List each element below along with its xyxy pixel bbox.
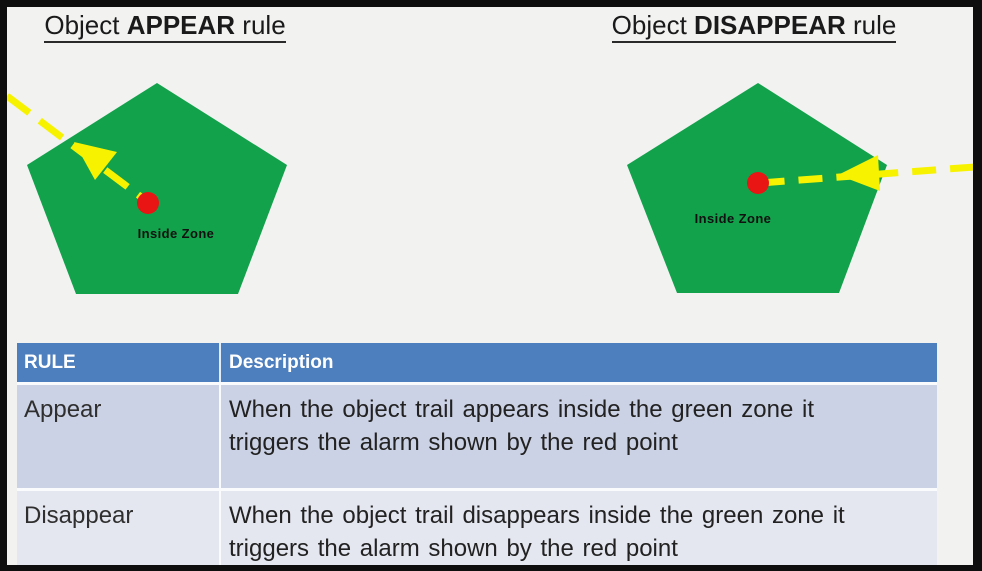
header-cell-description: Description: [219, 343, 937, 383]
table-row-appear: Appear When the object trail appears ins…: [17, 385, 937, 489]
appear-zone-pentagon: [27, 83, 287, 294]
description-line: triggers the alarm shown by the red poin…: [229, 534, 678, 562]
disappear-alarm-red-dot: [747, 172, 769, 194]
zones-diagram: [7, 83, 973, 294]
cell-description: When the object trail disappears inside …: [219, 490, 937, 565]
disappear-title-suffix: rule: [845, 10, 897, 40]
table-row-divider: [17, 382, 937, 386]
disappear-zone-label: Inside Zone: [694, 211, 772, 226]
cell-rule-name: Appear: [17, 385, 219, 488]
appear-trail-arrowhead: [74, 142, 117, 180]
appear-trail-dashed-line: [7, 93, 152, 206]
appear-zone-label: Inside Zone: [137, 226, 215, 241]
appear-title-prefix: Object: [44, 10, 127, 40]
disappear-title-emphasis: DISAPPEAR: [694, 10, 846, 40]
description-line: triggers the alarm shown by the red poin…: [229, 429, 678, 457]
disappear-trail-arrowhead: [838, 155, 880, 191]
appear-alarm-red-dot: [137, 192, 159, 214]
table-row-disappear: Disappear When the object trail disappea…: [17, 490, 937, 565]
appear-rule-title: Object APPEAR rule: [15, 10, 315, 43]
rules-table: RULE Description Appear When the object …: [17, 343, 937, 565]
description-line: When the object trail disappears inside …: [229, 501, 845, 529]
table-header-row: RULE Description: [17, 343, 937, 383]
cell-rule-name: Disappear: [17, 491, 219, 565]
cell-description: When the object trail appears inside the…: [219, 385, 937, 489]
appear-title-emphasis: APPEAR: [126, 10, 236, 40]
table-row-divider: [17, 488, 937, 491]
disappear-rule-title: Object DISAPPEAR rule: [604, 10, 904, 43]
description-line: When the object trail appears inside the…: [229, 396, 815, 424]
disappear-title-prefix: Object: [611, 10, 695, 40]
rule-name-appear: Appear: [24, 396, 102, 424]
rule-name-disappear: Disappear: [24, 501, 134, 529]
appear-title-suffix: rule: [235, 10, 286, 40]
header-cell-rule: RULE: [24, 351, 76, 373]
